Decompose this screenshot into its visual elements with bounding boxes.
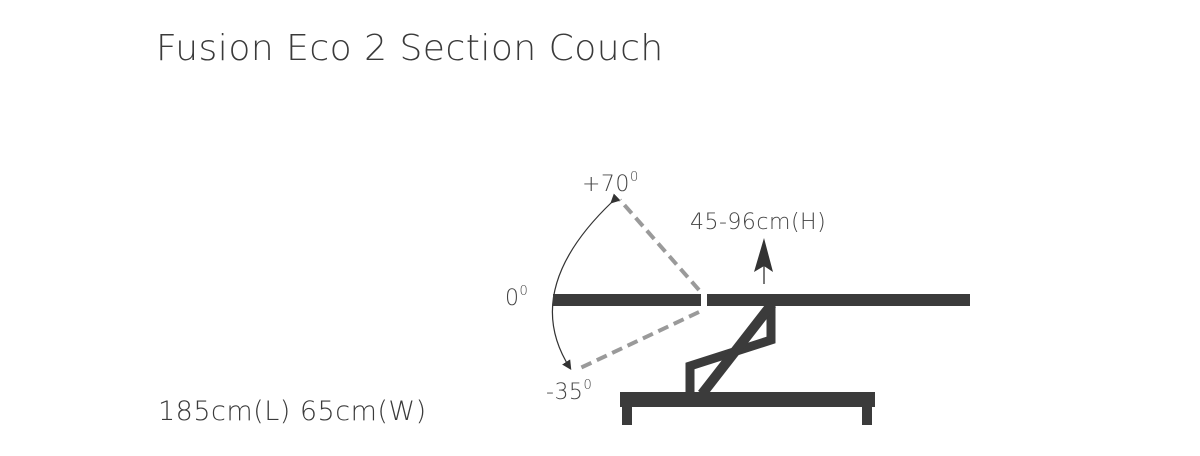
angle-down-label: -350	[546, 378, 593, 405]
lift-strut	[698, 300, 776, 398]
raised-position-dashed-line	[618, 198, 701, 292]
page-title: Fusion Eco 2 Section Couch	[156, 28, 664, 69]
base-frame	[620, 392, 875, 407]
angle-up-label: +700	[582, 170, 639, 197]
angle-arc	[551, 193, 621, 371]
leg-left	[622, 407, 632, 425]
height-arrow-icon	[754, 238, 773, 272]
angle-zero-label: 00	[505, 284, 529, 311]
leg-right	[862, 407, 872, 425]
dimensions-text: 185cm(L) 65cm(W)	[158, 396, 427, 427]
height-label: 45-96cm(H)	[690, 210, 827, 235]
lowered-position-dashed-line	[575, 310, 700, 372]
backrest-section	[553, 294, 701, 306]
seat-section	[707, 294, 970, 306]
